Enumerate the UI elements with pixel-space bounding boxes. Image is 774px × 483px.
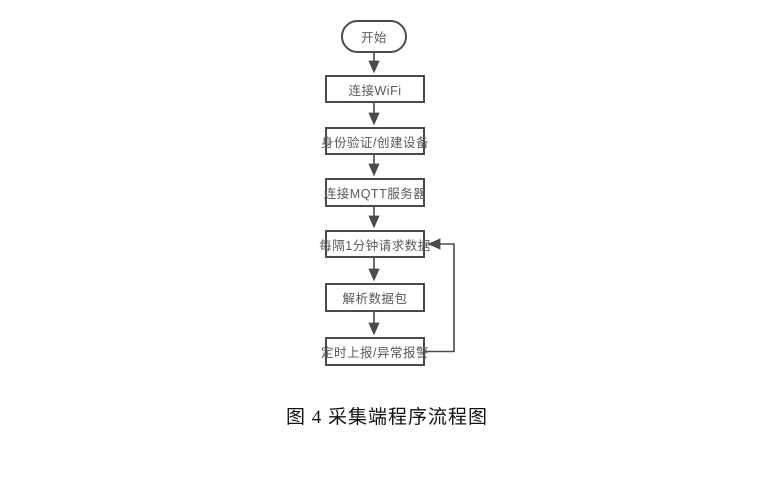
flow-node-label: 定时上报/异常报警 (321, 346, 429, 360)
flow-node-connect-wifi: 连接WiFi (325, 75, 425, 103)
flow-node-auth-create-device: 身份验证/创建设备 (321, 127, 429, 155)
flow-node-label: 开始 (360, 31, 387, 45)
arrow-loop-report-to-request (425, 238, 455, 353)
flow-node-label: 连接MQTT服务器 (323, 187, 427, 201)
flow-node-request-data: 每隔1分钟请求数据 (319, 230, 430, 258)
flow-node-label: 解析数据包 (342, 292, 408, 306)
flow-node-parse-packet: 解析数据包 (325, 283, 425, 312)
flow-node-report-alarm: 定时上报/异常报警 (321, 337, 429, 366)
flow-node-label: 身份验证/创建设备 (321, 135, 429, 150)
flow-node-label: 连接WiFi (348, 83, 402, 98)
flow-node-label: 每隔1分钟请求数据 (319, 238, 431, 253)
figure-caption: 图 4 采集端程序流程图 (285, 407, 488, 428)
flow-node-connect-mqtt: 连接MQTT服务器 (323, 178, 427, 207)
flow-node-start: 开始 (341, 20, 407, 53)
